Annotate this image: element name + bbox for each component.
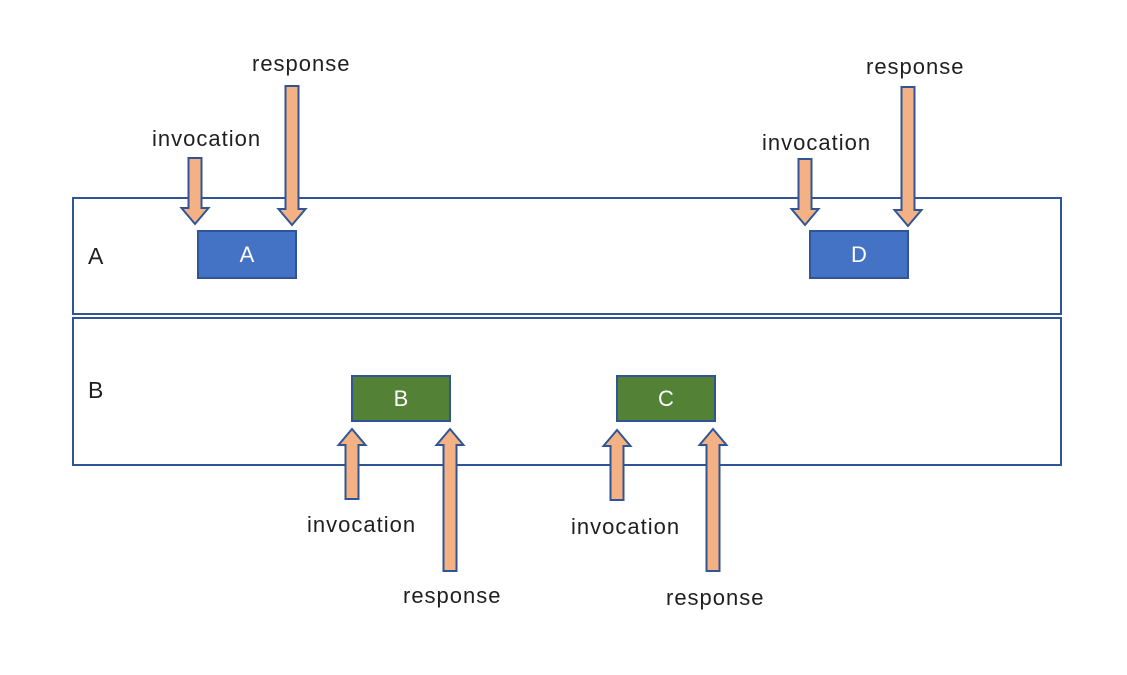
response-label-box-b: response [403, 583, 502, 608]
invocation-arrow-box-d [789, 158, 821, 227]
box-a-label: A [239, 241, 255, 267]
invocation-label-box-b: invocation [307, 512, 417, 537]
lane-b-label: B [88, 377, 104, 403]
invocation-arrow-box-c [601, 428, 633, 501]
lane-b: B [72, 317, 1062, 466]
lane-a: A [72, 197, 1062, 315]
box-c: C [616, 375, 716, 422]
box-c-label: C [658, 385, 674, 411]
response-arrow-box-d [892, 86, 924, 228]
invocation-arrow-box-b [336, 427, 368, 500]
response-arrow-box-b [434, 427, 466, 572]
box-b-label: B [393, 385, 409, 411]
lane-a-label: A [88, 243, 104, 269]
response-arrow-box-c [697, 427, 729, 572]
box-d: D [809, 230, 909, 279]
invocation-arrow-box-a [179, 157, 211, 226]
box-a: A [197, 230, 297, 279]
invocation-label-box-c: invocation [571, 514, 681, 539]
invocation-label-box-a: invocation [152, 126, 262, 151]
box-b: B [351, 375, 451, 422]
invocation-label-box-d: invocation [762, 130, 872, 155]
response-arrow-box-a [276, 85, 308, 227]
response-label-box-c: response [666, 585, 765, 610]
response-label-box-d: response [866, 54, 965, 79]
response-label-box-a: response [252, 51, 351, 76]
box-d-label: D [851, 241, 867, 267]
